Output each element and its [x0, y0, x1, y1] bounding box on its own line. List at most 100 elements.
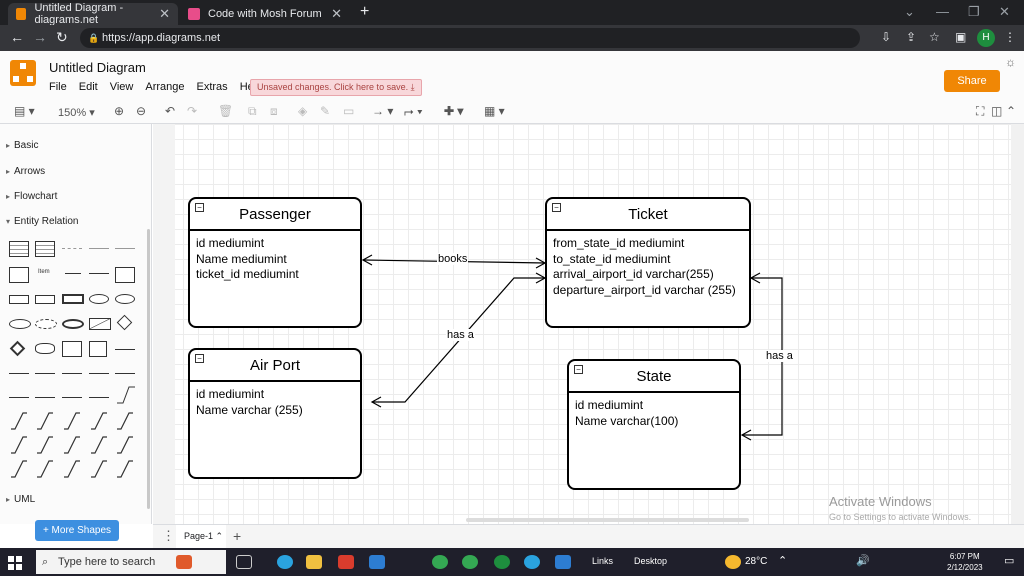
- redo-icon[interactable]: ↷: [187, 104, 198, 118]
- zoom-out-icon[interactable]: ⊖: [136, 104, 147, 118]
- entity-ticket[interactable]: − Ticket from_state_id mediumint to_stat…: [545, 197, 751, 328]
- undo-icon[interactable]: ↶: [165, 104, 176, 118]
- chevron-up-icon[interactable]: ⌃: [778, 555, 788, 567]
- share-button[interactable]: Share: [944, 70, 1000, 92]
- collapse-icon[interactable]: ⌃: [1006, 104, 1017, 118]
- palette-line-shape[interactable]: [115, 349, 135, 350]
- palette-item-label[interactable]: Item: [38, 269, 50, 275]
- unsaved-changes-button[interactable]: Unsaved changes. Click here to save. ⤓: [250, 79, 422, 96]
- telegram-icon[interactable]: [277, 555, 293, 569]
- palette-entity-shape[interactable]: [9, 267, 29, 283]
- zoom-select[interactable]: 150% ▾: [58, 107, 95, 119]
- palette-entity-shape[interactable]: [115, 267, 135, 283]
- zoom-in-icon[interactable]: ⊕: [114, 104, 125, 118]
- edge-label-books[interactable]: books: [437, 253, 469, 265]
- palette-attribute-shape[interactable]: [35, 295, 55, 304]
- sidebar-category-uml[interactable]: UML: [6, 494, 35, 505]
- page-tab-1[interactable]: Page-1 ⌃: [176, 525, 226, 548]
- palette-line-shape[interactable]: [9, 397, 29, 398]
- pages-menu-icon[interactable]: ⋮: [162, 528, 175, 543]
- palette-curve-shape[interactable]: [115, 385, 137, 405]
- entity-state[interactable]: − State id mediumint Name varchar(100): [567, 359, 741, 490]
- canvas-horizontal-scrollbar[interactable]: [466, 518, 749, 522]
- profile-avatar[interactable]: H: [977, 29, 995, 47]
- palette-table-shape[interactable]: [35, 241, 55, 257]
- canvas-vertical-scrollbar[interactable]: [1011, 124, 1024, 524]
- chrome-icon[interactable]: [432, 555, 448, 569]
- taskbar-clock[interactable]: 6:07 PM 2/12/2023: [947, 551, 983, 573]
- palette-line-shape[interactable]: [115, 373, 135, 374]
- task-view-icon[interactable]: [236, 555, 252, 569]
- palette-ellipse-shape[interactable]: [9, 319, 31, 329]
- palette-table-shape[interactable]: [9, 241, 29, 257]
- menu-view[interactable]: View: [109, 81, 134, 93]
- palette-associative-shape[interactable]: [89, 318, 111, 330]
- chevron-down-icon[interactable]: ⌄: [904, 4, 915, 19]
- notifications-icon[interactable]: ▭: [1004, 555, 1015, 567]
- reload-icon[interactable]: ↻: [56, 29, 68, 45]
- back-icon[interactable]: ←: [10, 29, 24, 45]
- sidebar-category-arrows[interactable]: Arrows: [6, 166, 45, 177]
- palette-connector-grid[interactable]: [7, 409, 139, 481]
- browser-tab-mosh-forum[interactable]: Code with Mosh Forum ✕: [180, 3, 350, 25]
- palette-ellipse-shape[interactable]: [89, 294, 109, 304]
- chrome-profile-icon[interactable]: [462, 555, 478, 569]
- news-widget-icon[interactable]: [176, 555, 192, 569]
- bookmark-star-icon[interactable]: ☆: [929, 30, 940, 44]
- insert-icon[interactable]: ✚ ▾: [444, 104, 464, 118]
- taskbar-desktop[interactable]: Desktop: [634, 556, 668, 566]
- sidebar-category-entity-relation[interactable]: Entity Relation: [6, 216, 78, 227]
- palette-line-shape[interactable]: [89, 248, 109, 249]
- palette-relation-shape[interactable]: [89, 273, 109, 274]
- menu-edit[interactable]: Edit: [78, 81, 98, 93]
- palette-line-shape[interactable]: [89, 373, 109, 374]
- collapse-icon[interactable]: −: [195, 203, 204, 212]
- new-tab-icon[interactable]: +: [360, 3, 370, 20]
- fill-color-icon[interactable]: ◈: [298, 104, 308, 118]
- weather-temp[interactable]: 28°C: [745, 556, 768, 567]
- toggle-format-icon[interactable]: ◫: [991, 104, 1003, 118]
- to-back-icon[interactable]: ⧈: [270, 104, 278, 118]
- forward-icon[interactable]: →: [33, 29, 47, 45]
- fullscreen-icon[interactable]: ⛶: [976, 104, 985, 118]
- vscode-icon[interactable]: [369, 555, 385, 569]
- restore-icon[interactable]: ❐: [968, 4, 980, 19]
- waypoints-icon[interactable]: ⮣ ▾: [404, 104, 423, 118]
- palette-line-shape[interactable]: [62, 397, 82, 398]
- browser-tab-diagrams[interactable]: Untitled Diagram - diagrams.net ✕: [8, 2, 178, 26]
- edge-label-has-a[interactable]: has a: [446, 329, 475, 341]
- collapse-icon[interactable]: −: [195, 354, 204, 363]
- palette-line-shape[interactable]: [62, 248, 82, 249]
- palette-line-shape[interactable]: [89, 397, 109, 398]
- close-icon[interactable]: ✕: [159, 6, 170, 21]
- palette-note-shape[interactable]: [89, 341, 107, 357]
- volume-icon[interactable]: 🔊: [856, 555, 870, 567]
- entity-passenger[interactable]: − Passenger id mediumint Name mediumint …: [188, 197, 362, 328]
- document-title[interactable]: Untitled Diagram: [49, 60, 146, 75]
- table-icon[interactable]: ▦ ▾: [484, 104, 505, 118]
- palette-ellipse-shape[interactable]: [115, 294, 135, 304]
- to-front-icon[interactable]: ⧉: [248, 104, 257, 118]
- add-page-icon[interactable]: +: [233, 528, 242, 544]
- menu-arrange[interactable]: Arrange: [145, 81, 185, 93]
- windows-start-icon[interactable]: [8, 556, 22, 570]
- install-app-icon[interactable]: ⇩: [881, 30, 892, 44]
- taskbar-search-input[interactable]: ⌕ Type here to search: [36, 550, 226, 574]
- collapse-icon[interactable]: −: [552, 203, 561, 212]
- menu-extras[interactable]: Extras: [196, 81, 228, 93]
- palette-line-shape[interactable]: [35, 397, 55, 398]
- share-page-icon[interactable]: ⇪: [906, 30, 917, 44]
- telegram-alt-icon[interactable]: [524, 555, 540, 569]
- theme-toggle-icon[interactable]: ☼: [1005, 55, 1016, 69]
- window-close-icon[interactable]: ✕: [999, 4, 1010, 19]
- line-color-icon[interactable]: ✎: [320, 104, 331, 118]
- powershell-icon[interactable]: [555, 555, 571, 569]
- palette-cloud-shape[interactable]: [35, 343, 55, 354]
- connection-style-icon[interactable]: → ▾: [372, 104, 394, 118]
- collapse-icon[interactable]: −: [574, 365, 583, 374]
- palette-relation-shape[interactable]: [65, 273, 81, 274]
- palette-line-shape[interactable]: [9, 373, 29, 374]
- palette-attribute-shape[interactable]: [9, 295, 29, 304]
- sidebar-scrollbar[interactable]: [147, 229, 150, 509]
- url-input[interactable]: 🔒 https://app.diagrams.net: [80, 28, 860, 48]
